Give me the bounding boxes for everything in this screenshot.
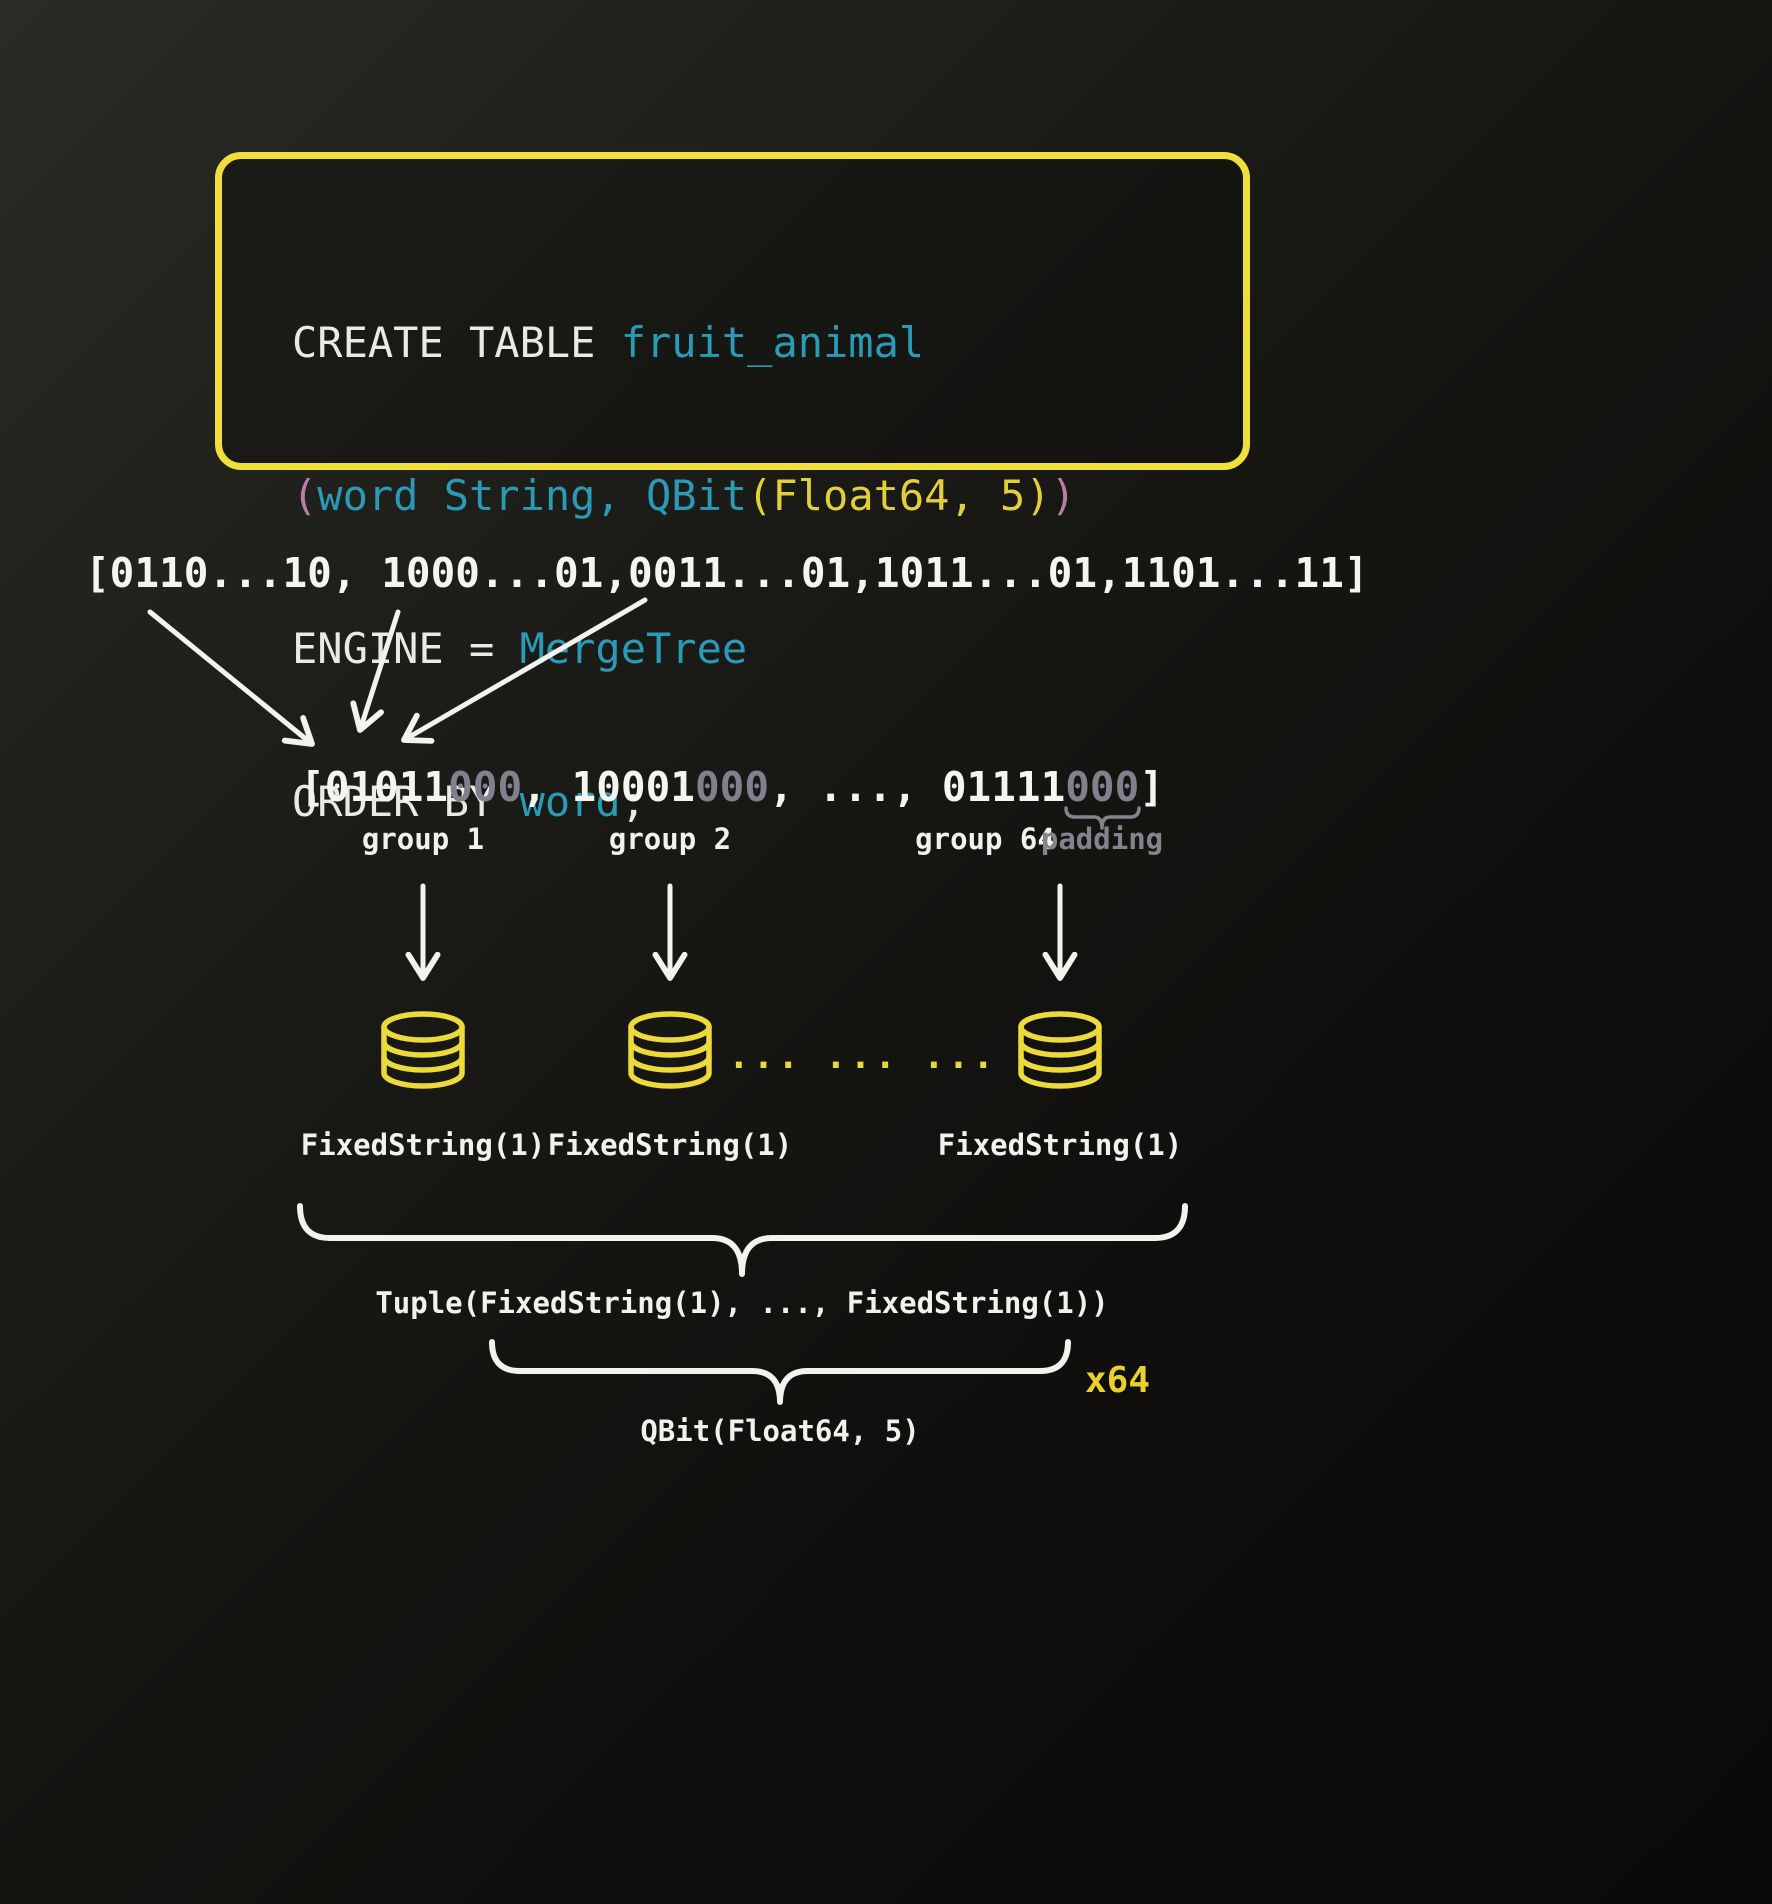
grouped-sep2: , ..., bbox=[769, 763, 942, 811]
group64-label: group 64 bbox=[915, 822, 1055, 856]
sql-line-3: ENGINE = MergeTree bbox=[292, 623, 1243, 674]
grouped-sep1: , bbox=[522, 763, 572, 811]
fixedstring-label-2: FixedString(1) bbox=[547, 1128, 793, 1162]
bit-vector-text: [0110...10, 1000...01,0011...01,1011...0… bbox=[85, 549, 1369, 597]
sql-close-paren: ) bbox=[1050, 471, 1076, 520]
grouped-close-bracket: ] bbox=[1139, 763, 1164, 811]
sql-qbit-args: (Float64, 5) bbox=[747, 471, 1051, 520]
sql-keyword-create-table: CREATE TABLE bbox=[292, 318, 621, 367]
grouped-vector-text: [01011000, 10001000, ..., 01111000] bbox=[300, 762, 1164, 812]
group1-label: group 1 bbox=[361, 822, 485, 856]
tuple-brace bbox=[297, 1203, 1188, 1277]
group64-padding-bits: 000 bbox=[1065, 763, 1140, 811]
group64-bits: 01111 bbox=[941, 763, 1066, 811]
group2-bits: 10001 bbox=[571, 763, 695, 811]
ellipsis-dots-3: ... bbox=[922, 1036, 998, 1077]
qbit-type-label: QBit(Float64, 5) bbox=[640, 1414, 920, 1448]
sql-keyword-engine: ENGINE = bbox=[292, 624, 520, 673]
sql-table-name: fruit_animal bbox=[620, 318, 925, 367]
group1-bits: 01011 bbox=[324, 763, 449, 811]
sql-keyword-order-by: ORDER BY bbox=[292, 777, 520, 826]
tuple-type-label: Tuple(FixedString(1), ..., FixedString(1… bbox=[375, 1286, 1109, 1320]
sql-columns: word String, QBit bbox=[317, 471, 748, 520]
database-icon-2 bbox=[628, 1011, 712, 1089]
sql-line-4: ORDER BY word; bbox=[292, 776, 1243, 827]
sql-open-paren: ( bbox=[292, 471, 318, 520]
qbit-brace bbox=[489, 1339, 1071, 1405]
group1-padding-bits: 000 bbox=[448, 763, 523, 811]
database-icon-1 bbox=[381, 1011, 465, 1089]
sql-semicolon: ; bbox=[620, 777, 647, 826]
group2-label: group 2 bbox=[608, 822, 732, 856]
sql-code-box: CREATE TABLE fruit_animal (word String, … bbox=[215, 152, 1250, 826]
fixedstring-label-3: FixedString(1) bbox=[937, 1128, 1183, 1162]
sql-line-1: CREATE TABLE fruit_animal bbox=[292, 317, 1243, 368]
fixedstring-label-1: FixedString(1) bbox=[300, 1128, 546, 1162]
x64-label: x64 bbox=[1085, 1360, 1151, 1401]
ellipsis-dots-1: ... bbox=[727, 1036, 803, 1077]
sql-line-2: (word String, QBit(Float64, 5)) bbox=[292, 470, 1243, 521]
database-icon-3 bbox=[1018, 1011, 1102, 1089]
group2-padding-bits: 000 bbox=[694, 763, 770, 811]
padding-label: padding bbox=[1040, 822, 1164, 856]
sql-order-column: word bbox=[519, 777, 621, 826]
sql-code: CREATE TABLE fruit_animal (word String, … bbox=[222, 159, 1243, 929]
grouped-open-bracket: [ bbox=[300, 763, 325, 811]
ellipsis-dots-2: ... bbox=[824, 1036, 900, 1077]
sql-engine-name: MergeTree bbox=[519, 624, 748, 673]
